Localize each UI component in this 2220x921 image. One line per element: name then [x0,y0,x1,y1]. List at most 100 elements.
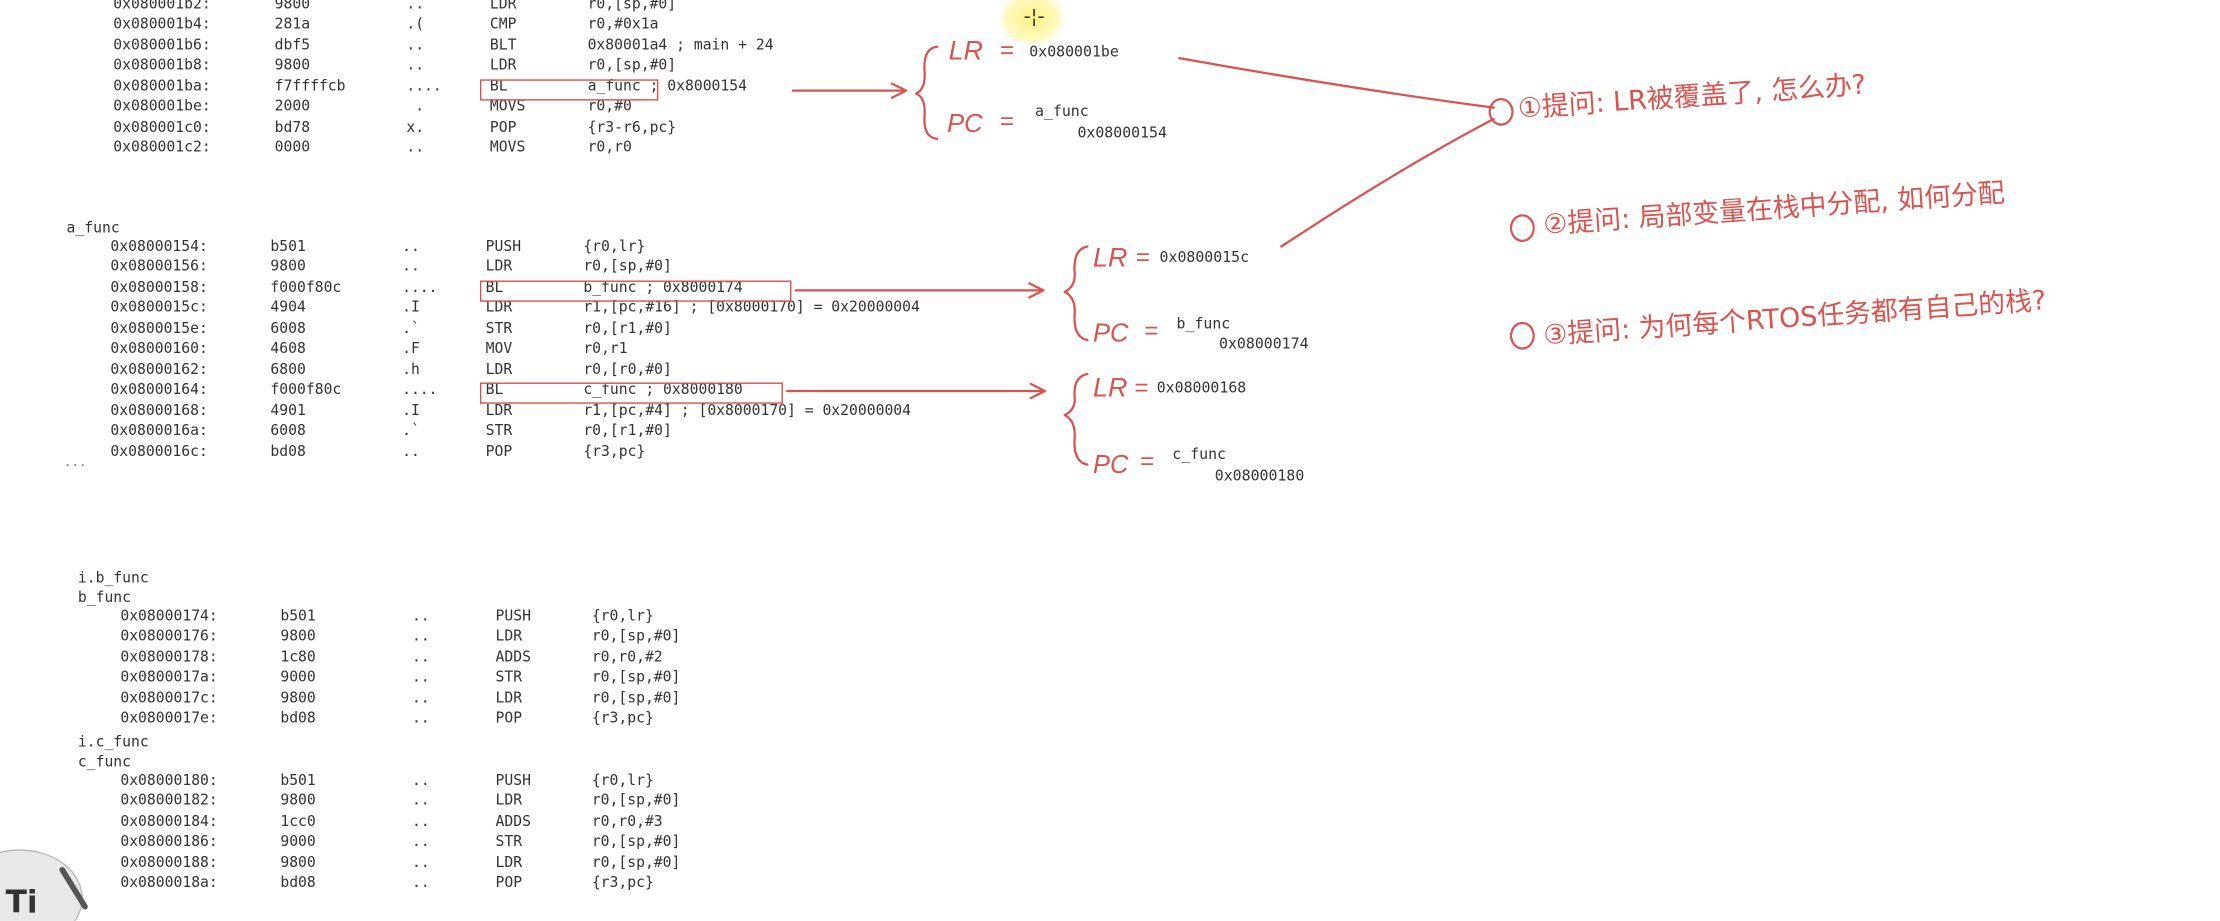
lr-label-3: LR [1093,374,1128,404]
cursor-highlight [999,0,1065,46]
pc-label-1: PC [947,109,983,138]
pc-value-2: 0x08000174 [1219,335,1309,353]
main-mn: BLT [489,36,517,54]
a-func-addr: 0x08000168: [110,401,208,419]
main-ops: a_func ; 0x8000154 [587,77,747,95]
b-func-hex: b501 [280,607,316,625]
main-mn: LDR [489,57,517,75]
c-func-hex: 9000 [280,833,316,851]
b-func-addr: 0x08000176: [120,628,218,646]
q1-circle [1488,98,1514,126]
main-ascii: .... [406,77,442,95]
a-func-mn: MOV [485,340,513,358]
c-func-label: c_func [77,753,132,771]
b-func-section-label: i.b_func [77,569,149,587]
arrow-2 [794,282,1045,299]
lr-label-2: LR [1093,243,1128,274]
b-func-ops: r0,[sp,#0] [591,689,681,707]
a-func-mn: PUSH [485,238,522,256]
main-ops: {r3-r6,pc} [587,118,677,136]
b-func-hex: bd08 [280,710,316,728]
a-func-mn: STR [485,319,513,337]
crosshair-cursor-icon: -¦- [1023,5,1045,29]
a-func-addr: 0x08000164: [110,381,208,399]
b-func-addr: 0x0800017e: [120,710,218,728]
main-mn: MOVS [489,139,526,157]
c-func-hex: 1cc0 [280,813,316,831]
a-func-hex: f000f80c [270,381,342,399]
b-func-ascii: .. [412,710,430,728]
b-func-ascii: .. [412,648,430,666]
a-func-ascii: .. [402,258,420,276]
main-ops: r0,[sp,#0] [587,57,677,75]
c-func-addr: 0x08000188: [120,853,218,871]
main-ascii: .. [406,57,425,75]
main-mn: POP [489,118,517,136]
lr-eq-1: = [999,36,1014,64]
main-ops: r0,[sp,#0] [587,0,677,13]
c-func-hex: 9800 [280,792,316,810]
main-mn: LDR [489,0,517,13]
a-func-ops: c_func ; 0x8000180 [583,381,743,399]
a-func-ops: r1,[pc,#16] ; [0x8000170] = 0x20000004 [583,299,920,317]
a-func-addr: 0x08000160: [110,340,208,358]
c-func-ops: {r3,pc} [591,874,654,892]
bl-b-func-highlight-box [479,280,792,302]
a-func-mn: BL [485,278,504,296]
a-func-ascii: .h [402,360,420,378]
a-func-hex: f000f80c [270,278,342,296]
a-func-addr: 0x0800015e: [110,319,208,337]
main-addr: 0x080001c0: [113,118,211,136]
a-func-ops: r0,[r0,#0] [583,360,672,378]
pc-func-3: c_func [1172,446,1227,464]
a-func-ascii: .... [402,381,438,399]
main-mn: BL [489,77,508,95]
pc-label-2: PC [1093,318,1129,348]
a-func-ops: b_func ; 0x8000174 [583,278,743,296]
a-func-label: a_func [66,219,120,237]
b-func-addr: 0x0800017c: [120,689,218,707]
arrow-3 [786,382,1047,400]
a-func-mn: POP [485,442,513,460]
brace-2 [1063,245,1089,342]
main-ascii: .( [406,16,425,34]
c-func-ascii: .. [412,874,430,892]
main-hex: dbf5 [274,36,311,54]
b-func-ops: r0,[sp,#0] [591,628,681,646]
b-func-mn: STR [495,669,523,687]
c-func-ascii: .. [412,833,430,851]
main-addr: 0x080001be: [113,98,211,116]
c-func-ascii: .. [412,772,430,790]
c-func-ops: {r0,lr} [591,772,654,790]
b-func-ascii: .. [412,628,430,646]
a-func-addr: 0x08000154: [110,238,208,256]
b-func-mn: POP [495,710,523,728]
pc-value-1: 0x08000154 [1077,124,1167,142]
a-func-ascii: .. [402,238,420,256]
c-func-addr: 0x0800018a: [120,874,218,892]
c-func-hex: bd08 [280,874,316,892]
a-func-ascii: .I [402,299,420,317]
lr-value-1: 0x080001be [1029,43,1119,61]
a-func-trailer: ... [63,456,87,471]
a-func-hex: 6008 [270,422,306,440]
lr-value-3: 0x08000168 [1156,379,1247,397]
main-ops: r0,#0x1a [587,16,659,34]
a-func-addr: 0x0800016c: [110,442,208,460]
c-func-section-label: i.c_func [77,733,149,751]
main-addr: 0x080001c2: [113,139,211,157]
c-func-mn: PUSH [495,772,531,790]
a-func-ascii: .` [402,422,420,440]
main-hex: f7ffffcb [274,77,346,95]
main-ops: 0x80001a4 ; main + 24 [587,36,774,54]
a-func-hex: 4901 [270,401,306,419]
a-func-ascii: .... [402,278,438,296]
main-addr: 0x080001b6: [113,36,211,54]
q2-circle [1509,214,1535,242]
pc-eq-3: = [1139,447,1154,475]
c-func-mn: STR [495,833,523,851]
a-func-hex: 6008 [270,319,306,337]
b-func-hex: 1c80 [280,648,316,666]
c-func-hex: b501 [280,772,316,790]
